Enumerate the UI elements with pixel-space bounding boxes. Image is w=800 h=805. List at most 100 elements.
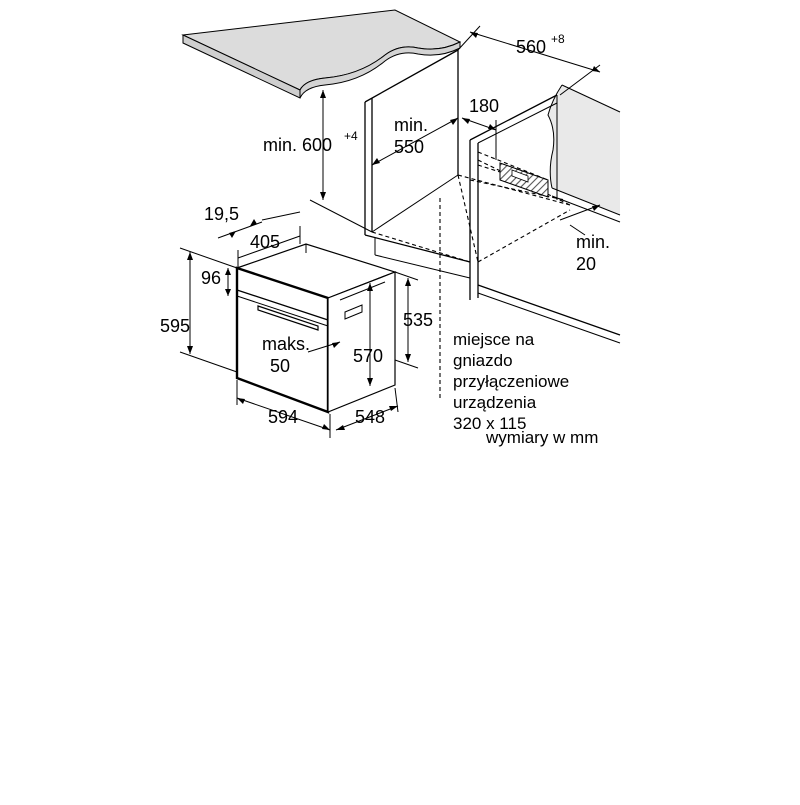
- arrowhead: [592, 66, 600, 72]
- arrowhead: [322, 424, 330, 430]
- label-180: 180: [469, 96, 499, 116]
- dim-ext-595-bottom: [179, 351, 238, 373]
- label-594: 594: [268, 407, 298, 427]
- dim-ext-535-top: [394, 271, 419, 281]
- label-19-5: 19,5: [204, 204, 239, 224]
- arrowhead: [320, 90, 326, 98]
- cabinet-left-bottom: [371, 174, 459, 233]
- arrowhead: [462, 118, 470, 124]
- label-min-600: min. 600: [263, 135, 332, 155]
- oven-control-strip: [236, 289, 329, 321]
- arrowhead: [488, 124, 496, 130]
- label-560-sup: +8: [551, 32, 565, 46]
- countertop: [181, 9, 462, 99]
- note-line-3: przyłączeniowe: [453, 372, 569, 391]
- niche-hidden-edge-1: [371, 231, 471, 263]
- arrowhead: [332, 342, 340, 348]
- label-96: 96: [201, 268, 221, 288]
- oven-side-line: [339, 281, 386, 301]
- dim-line-594: [236, 397, 331, 431]
- cabinet-left-top: [364, 49, 459, 103]
- dim-ext-20: [569, 224, 586, 236]
- cabinet-right-bottom-2: [477, 292, 621, 344]
- right-wall: [547, 84, 621, 223]
- socket-zone: [477, 151, 549, 198]
- wall-top-line: [561, 84, 621, 113]
- label-570: 570: [353, 346, 383, 366]
- arrowhead: [372, 158, 380, 165]
- note-line-1: miejsce na: [453, 330, 535, 349]
- arrowhead: [470, 32, 478, 38]
- socket-rectangle: [511, 169, 529, 183]
- oven-control-strip-2: [236, 295, 329, 327]
- cabinet-right-bottom: [477, 284, 621, 336]
- note-line-2: gniazdo: [453, 351, 513, 370]
- dim-line-560: [469, 31, 601, 73]
- niche-hidden-edge-7: [469, 179, 566, 201]
- label-min-600-sup: +4: [344, 129, 358, 143]
- label-405: 405: [250, 232, 280, 252]
- dim-ext-600-top: [309, 199, 373, 233]
- dim-ext-595-top: [179, 247, 238, 269]
- niche-hidden-edge-3: [477, 209, 571, 263]
- cabinet-niche: [364, 49, 621, 400]
- arrowhead: [320, 192, 326, 200]
- cabinet-right-top: [469, 94, 558, 141]
- niche-hidden-edge-4: [457, 174, 479, 263]
- socket-hidden-edge-2: [477, 164, 501, 173]
- label-min-550-line1: min.: [394, 115, 428, 135]
- dim-ext-548-right: [394, 387, 399, 413]
- socket-note: miejsce na gniazdo przyłączeniowe urządz…: [453, 330, 569, 433]
- units-note: wymiary w mm: [485, 428, 598, 447]
- oven: [235, 243, 397, 414]
- oven-side-knob: [344, 304, 363, 320]
- label-595: 595: [160, 316, 190, 336]
- wall-bottom-line: [551, 187, 621, 216]
- arrowhead: [187, 346, 193, 354]
- dimension-lines: [179, 25, 601, 438]
- dimension-labels: min. 600 +4 min. 550 180 560 +8 min. 20 …: [160, 32, 610, 427]
- arrowhead: [367, 378, 373, 386]
- label-560: 560: [516, 37, 546, 57]
- note-line-4: urządzenia: [453, 393, 537, 412]
- cabinet-plinth-bottom: [374, 254, 471, 279]
- arrowhead: [450, 118, 458, 125]
- dim-ext-560-left: [457, 25, 481, 51]
- arrowhead: [225, 289, 231, 296]
- dim-ext-535-bottom: [394, 359, 419, 369]
- arrowhead: [336, 425, 345, 430]
- niche-hidden-edge-2: [457, 174, 571, 206]
- arrowhead: [592, 205, 600, 211]
- wall-torn-edge: [547, 84, 563, 189]
- cabinet-right-top-2: [477, 102, 558, 144]
- dim-ext-405-top: [261, 211, 301, 221]
- label-min-550-line2: 550: [394, 137, 424, 157]
- arrowhead: [405, 354, 411, 362]
- cabinet-plinth-top: [364, 234, 471, 263]
- label-548: 548: [355, 407, 385, 427]
- wall-bottom-line-2: [551, 195, 621, 223]
- arrowhead: [367, 283, 373, 291]
- label-maks-line1: maks.: [262, 334, 310, 354]
- arrowhead: [187, 252, 193, 260]
- arrowhead: [250, 219, 257, 226]
- dim-line-550: [371, 117, 459, 166]
- dim-line-548: [335, 405, 399, 431]
- note-line-5: 320 x 115: [453, 414, 526, 433]
- wall-panel: [548, 85, 620, 215]
- label-535: 535: [403, 310, 433, 330]
- oven-door-handle: [257, 305, 319, 331]
- arrowhead: [229, 231, 236, 238]
- dim-line-405: [237, 235, 301, 259]
- label-min-20-line2: 20: [576, 254, 596, 274]
- dim-line-19-5: [217, 221, 263, 239]
- arrowhead: [389, 406, 398, 411]
- arrowhead: [225, 268, 231, 275]
- socket-hidden-edge: [477, 151, 549, 181]
- label-maks-line2: 50: [270, 356, 290, 376]
- oven-side: [327, 271, 396, 413]
- arrowhead: [405, 278, 411, 286]
- arrowhead: [237, 398, 245, 404]
- label-min-20-line1: min.: [576, 232, 610, 252]
